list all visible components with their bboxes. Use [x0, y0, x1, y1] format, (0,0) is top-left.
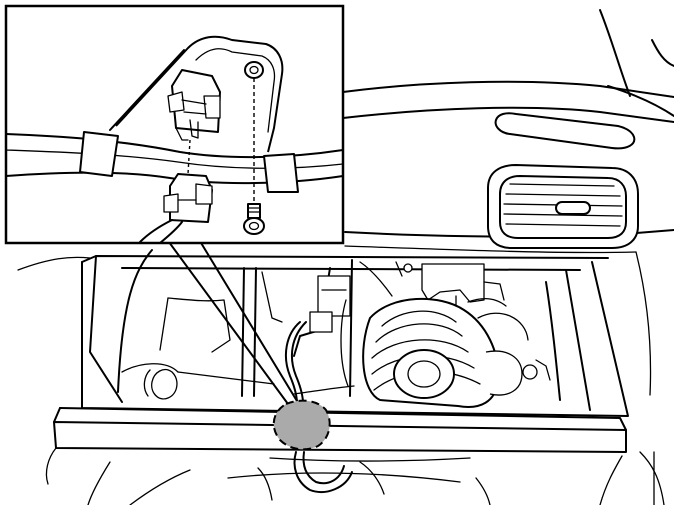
dashboard [17, 9, 674, 396]
bolt [243, 203, 265, 235]
upper-connector [167, 69, 221, 141]
leader-line [165, 227, 301, 407]
left-interior-wall [121, 297, 275, 400]
air-vent [487, 164, 639, 249]
glove-box-opening [81, 249, 629, 417]
lower-connector [139, 173, 213, 244]
dashboard-slot [494, 112, 636, 150]
wire-harness [5, 131, 344, 193]
glove-box-lid [45, 407, 627, 485]
connector-location-highlight [272, 399, 331, 451]
lower-harness [87, 451, 491, 505]
detail-inset [4, 4, 345, 245]
blower-motor [362, 297, 551, 408]
right-lower-structure [599, 451, 665, 505]
interior-bracket [241, 259, 353, 397]
